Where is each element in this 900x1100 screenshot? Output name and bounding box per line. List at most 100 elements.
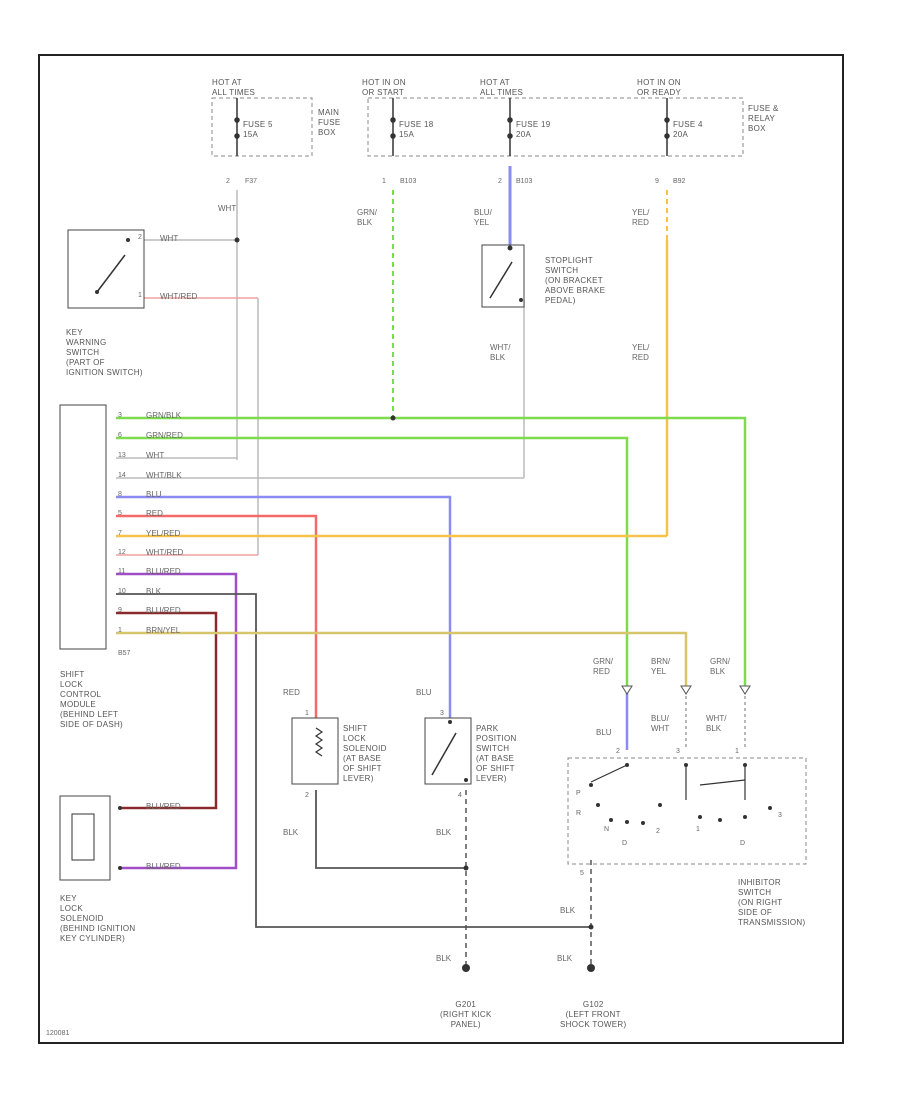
module-wire: WHT/BLK: [146, 471, 182, 480]
fuse4-conn: B92: [673, 178, 686, 185]
module-wire: RED: [146, 509, 163, 518]
wire-label: BLK: [283, 828, 299, 837]
fuse18-pin: 1: [382, 178, 386, 185]
fuse-relay-box-label: FUSE & RELAY BOX: [748, 104, 779, 133]
wire-label: YEL/ RED: [632, 343, 650, 362]
kws-wire-wht: WHT: [160, 234, 179, 243]
wire-label: GRN/ BLK: [357, 208, 377, 227]
wire-blu: [116, 495, 452, 718]
inhibitor-position: R: [576, 810, 582, 817]
wire-brn-yel: [116, 631, 688, 688]
module-pin: 8: [118, 491, 122, 498]
shift-lock-solenoid-body: [291, 717, 339, 785]
switch-contact-icon: [96, 254, 126, 293]
fuse-relay-box-outline: [367, 97, 744, 157]
module-wire: BLU/RED: [146, 606, 181, 615]
wire-red: [116, 514, 318, 718]
kws-wire-wht-red: WHT/RED: [160, 292, 198, 301]
fuse5-name: FUSE 5 15A: [243, 120, 273, 139]
inhibitor-position: 1: [696, 826, 700, 833]
wire-label: BLK: [557, 954, 573, 963]
park-pin-bottom: 4: [458, 792, 462, 799]
module-wire: BRN/YEL: [146, 626, 181, 635]
wire-label: GRN/ RED: [593, 657, 613, 676]
module-wire: GRN/BLK: [146, 411, 182, 420]
module-pin: 7: [118, 530, 122, 537]
fuse5-conn: F37: [245, 178, 258, 185]
shift-lock-solenoid-label: SHIFT LOCK SOLENOID (AT BASE OF SHIFT LE…: [343, 724, 387, 783]
wire-label: BLK: [436, 954, 452, 963]
ground-g201-icon: [462, 964, 470, 972]
stoplight-contact-icon: [489, 261, 513, 299]
key-lock-solenoid-body: [59, 795, 111, 881]
fuse19-name: FUSE 19 20A: [516, 120, 551, 139]
splice-kws: [234, 237, 240, 243]
wire-label: RED: [283, 688, 300, 697]
fuse19-conn: B103: [516, 178, 533, 185]
module-pin: 10: [118, 588, 126, 595]
wire-blk-module: [116, 593, 590, 928]
key-lock-coil-icon: [71, 813, 95, 861]
wire-label: BRN/ YEL: [651, 657, 671, 676]
wire-grn-blk: [116, 416, 747, 688]
fuse5-hot-label: HOT AT ALL TIMES: [212, 78, 256, 97]
wire-grn-red: [116, 436, 629, 688]
wire-solenoid-blk: [315, 790, 466, 869]
module-pin: 1: [118, 627, 122, 634]
wire-label: BLU/ WHT: [651, 714, 670, 733]
module-wire: GRN/RED: [146, 431, 183, 440]
inhibitor-pin: 1: [735, 748, 739, 755]
wire-blu-red-purple: [116, 572, 238, 870]
module-connector: B57: [118, 650, 131, 657]
fuse4-name: FUSE 4 20A: [673, 120, 703, 139]
fuse19-hot-label: HOT AT ALL TIMES: [480, 78, 524, 97]
figure-id: 120081: [46, 1030, 70, 1037]
wire-label: WHT/ BLK: [706, 714, 727, 733]
diagram-frame: [38, 54, 844, 1044]
fuse5-pin: 2: [226, 178, 230, 185]
ground-g201-label: G201 (RIGHT KICK PANEL): [440, 1000, 492, 1029]
key-lock-wire: BLU/RED: [146, 802, 181, 811]
main-fuse-box-label: MAIN FUSE BOX: [318, 108, 341, 137]
module-wire: WHT/RED: [146, 548, 184, 557]
ground-g102-label: G102 (LEFT FRONT SHOCK TOWER): [560, 1000, 627, 1029]
key-warning-switch-body: [67, 229, 145, 309]
shift-lock-module-label: SHIFT LOCK CONTROL MODULE (BEHIND LEFT S…: [60, 670, 124, 729]
inhibitor-position: N: [604, 826, 610, 833]
solenoid-pin-top: 1: [305, 710, 309, 717]
module-pin: 13: [118, 452, 126, 459]
wire-label: BLU: [416, 688, 432, 697]
inhibitor-position: D: [740, 840, 746, 847]
fuse18-conn: B103: [400, 178, 417, 185]
module-pin: 6: [118, 432, 122, 439]
fuse4-hot-label: HOT IN ON OR READY: [637, 78, 682, 97]
wire-label: BLK: [560, 906, 576, 915]
main-fuse-box-outline: [211, 97, 313, 157]
key-lock-wire: BLU/RED: [146, 862, 181, 871]
park-pin-top: 3: [440, 710, 444, 717]
fuse18-hot-label: HOT IN ON OR START: [362, 78, 406, 97]
module-pin: 9: [118, 607, 122, 614]
park-contact-icon: [431, 732, 457, 776]
module-pin: 3: [118, 412, 122, 419]
solenoid-pin-bottom: 2: [305, 792, 309, 799]
module-wire: BLU: [146, 490, 162, 499]
fuse19-pin: 2: [498, 178, 502, 185]
wire-label: BLU: [596, 728, 612, 737]
wire-blu-red-dark: [116, 611, 218, 810]
module-wire: WHT: [146, 451, 165, 460]
kws-pin-1: 1: [138, 292, 142, 299]
key-warning-switch-label: KEY WARNING SWITCH (PART OF IGNITION SWI…: [66, 328, 143, 377]
inhibitor-switch-outline: [567, 757, 807, 865]
wire-label: WHT: [218, 204, 237, 213]
fuse18-name: FUSE 18 15A: [399, 120, 434, 139]
stoplight-switch-label: STOPLIGHT SWITCH (ON BRACKET ABOVE BRAKE…: [545, 256, 606, 305]
inhibitor-pin-bottom: 5: [580, 870, 584, 877]
shift-lock-control-module-body: [59, 404, 107, 650]
ground-g102-icon: [587, 964, 595, 972]
key-lock-solenoid-label: KEY LOCK SOLENOID (BEHIND IGNITION KEY C…: [60, 894, 136, 943]
wire-label: YEL/ RED: [632, 208, 650, 227]
inhibitor-position: P: [576, 790, 581, 797]
module-wire: BLU/RED: [146, 567, 181, 576]
